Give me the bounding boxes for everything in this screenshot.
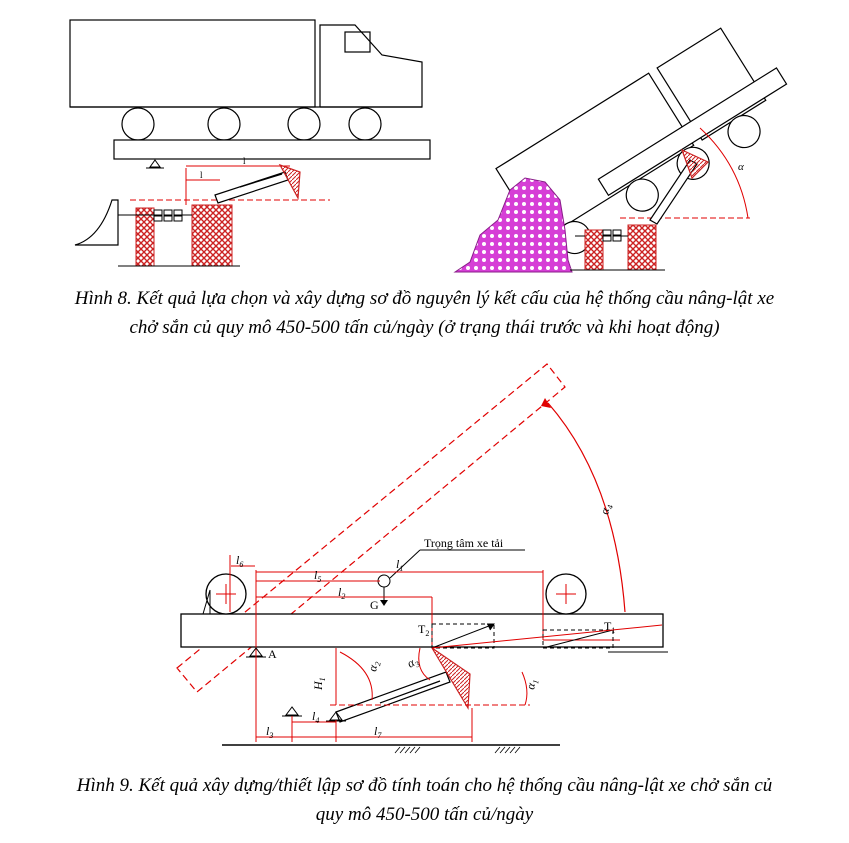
label-l4: l4 [312,709,319,725]
lift-arm-left [278,163,301,201]
figure-9-caption: Hình 9. Kết quả xây dựng/thiết lập sơ đồ… [0,771,849,829]
label-alpha4: α4 [597,503,615,516]
ramp-curve-left [74,199,119,246]
hydraulic-cylinder-left [214,171,289,204]
tilted-platform-dashed [176,363,566,693]
force-T2 [431,623,495,649]
wheel-chock [202,589,211,615]
label-l1: l1 [396,557,403,573]
wheel-left [205,573,247,615]
pillar-large-right [627,224,657,271]
label-l6: l6 [236,553,243,569]
label-G: G [370,598,379,612]
alpha4-arrow [541,398,551,408]
fig8-label-alpha: α [738,161,744,173]
lift-line [431,624,663,649]
center-of-gravity-marker [377,549,525,606]
label-A: A [268,647,277,661]
label-alpha1: α1 [523,678,541,691]
support-left-base [282,706,302,717]
dimensions-left [130,165,330,205]
label-alpha2: α2 [365,660,383,673]
lift-arm-right [680,148,710,180]
label-T2: T2 [418,622,429,638]
platform-right-tilted [597,67,788,197]
label-H1: H1 [311,677,327,691]
label-l2: l2 [338,585,345,601]
figure-9-caption-line-2: quy mô 450-500 tấn củ/ngày [315,804,534,825]
ground-hatch [394,746,521,754]
figure-8-diagram: l l α [69,19,788,273]
platform-left [113,139,431,160]
pillar-small-left [135,207,155,267]
figure-8-caption-line-2: chở sắn củ quy mô 450-500 tấn củ/ngày (ở… [129,317,720,338]
dimension-lines-top [229,555,620,650]
hydraulic-cylinder [335,671,451,723]
dimension-lines-bottom [255,647,530,742]
force-T1 [542,629,614,649]
label-l7: l7 [374,724,382,740]
lift-arm [431,647,471,710]
truck-left [69,19,423,141]
label-l5: l5 [314,568,321,584]
label-T1: T1 [604,619,615,635]
connector-rods-left [118,209,192,222]
cassava-pile [453,177,573,273]
pillar-small-right [584,229,604,271]
dimensions-right [620,127,750,219]
center-of-gravity-label: Trọng tâm xe tải [424,536,504,550]
figure-8-caption-line-1: Hình 8. Kết quả lựa chọn và xây dựng sơ … [74,288,775,309]
figure-9-diagram: Trọng tâm xe tải G l6 l1 l5 l2 T2 T1 α4 … [176,363,668,754]
figure-9-caption-line-1: Hình 9. Kết quả xây dựng/thiết lập sơ đồ… [76,775,773,796]
connector-rods-right [575,229,628,242]
platform-horizontal [180,613,664,648]
pivot-support-left [146,159,164,169]
fig8-label-l1: l [243,156,246,166]
alpha4-arc [547,402,626,613]
pillar-large-left [191,204,233,267]
label-l3: l3 [266,724,273,740]
wheel-right [545,573,587,615]
fig8-label-l2: l [200,170,203,180]
figure-8-caption: Hình 8. Kết quả lựa chọn và xây dựng sơ … [0,284,849,342]
